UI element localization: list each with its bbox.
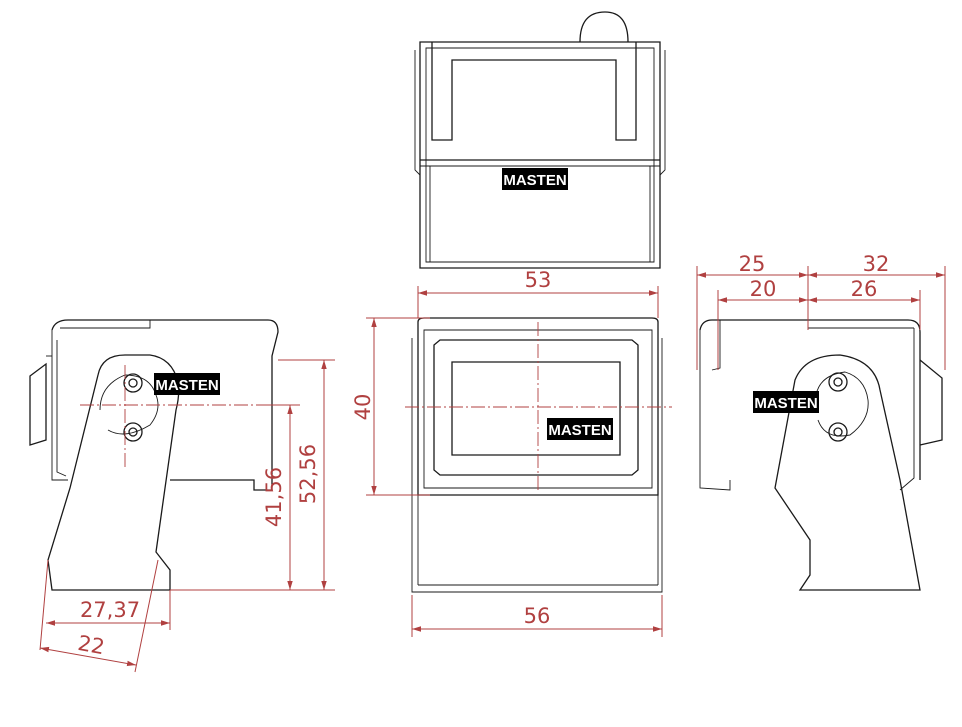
logo-right: MASTEN xyxy=(753,391,819,413)
logo-front: MASTEN xyxy=(547,418,613,440)
dim-41-56: 41,56 xyxy=(170,404,335,591)
svg-text:25: 25 xyxy=(739,252,766,276)
svg-text:MASTEN: MASTEN xyxy=(155,377,218,394)
svg-text:32: 32 xyxy=(863,252,890,276)
svg-text:53: 53 xyxy=(525,268,552,292)
dims-right-top: 25 32 20 26 xyxy=(696,252,946,370)
dim-27-37: 27,37 xyxy=(39,559,171,651)
svg-text:52,56: 52,56 xyxy=(296,444,320,504)
svg-text:27,37: 27,37 xyxy=(80,598,140,622)
dim-52-56: 52,56 xyxy=(278,359,335,590)
front-view xyxy=(405,317,672,593)
dim-40: 40 xyxy=(351,317,430,496)
svg-text:40: 40 xyxy=(351,394,375,421)
svg-text:MASTEN: MASTEN xyxy=(503,172,566,189)
right-side-view xyxy=(699,319,943,591)
svg-text:41,56: 41,56 xyxy=(262,467,286,527)
logo-left: MASTEN xyxy=(154,373,220,395)
left-side-view xyxy=(29,319,300,591)
svg-text:MASTEN: MASTEN xyxy=(754,395,817,412)
dim-56: 56 xyxy=(411,595,663,637)
svg-text:20: 20 xyxy=(750,277,777,301)
svg-text:22: 22 xyxy=(76,631,106,659)
dim-53: 53 xyxy=(417,268,659,318)
logo-top: MASTEN xyxy=(502,168,568,190)
dim-22: 22 xyxy=(39,559,159,673)
svg-text:26: 26 xyxy=(851,277,878,301)
svg-text:56: 56 xyxy=(524,604,551,628)
top-view xyxy=(414,11,666,269)
svg-text:MASTEN: MASTEN xyxy=(548,422,611,439)
